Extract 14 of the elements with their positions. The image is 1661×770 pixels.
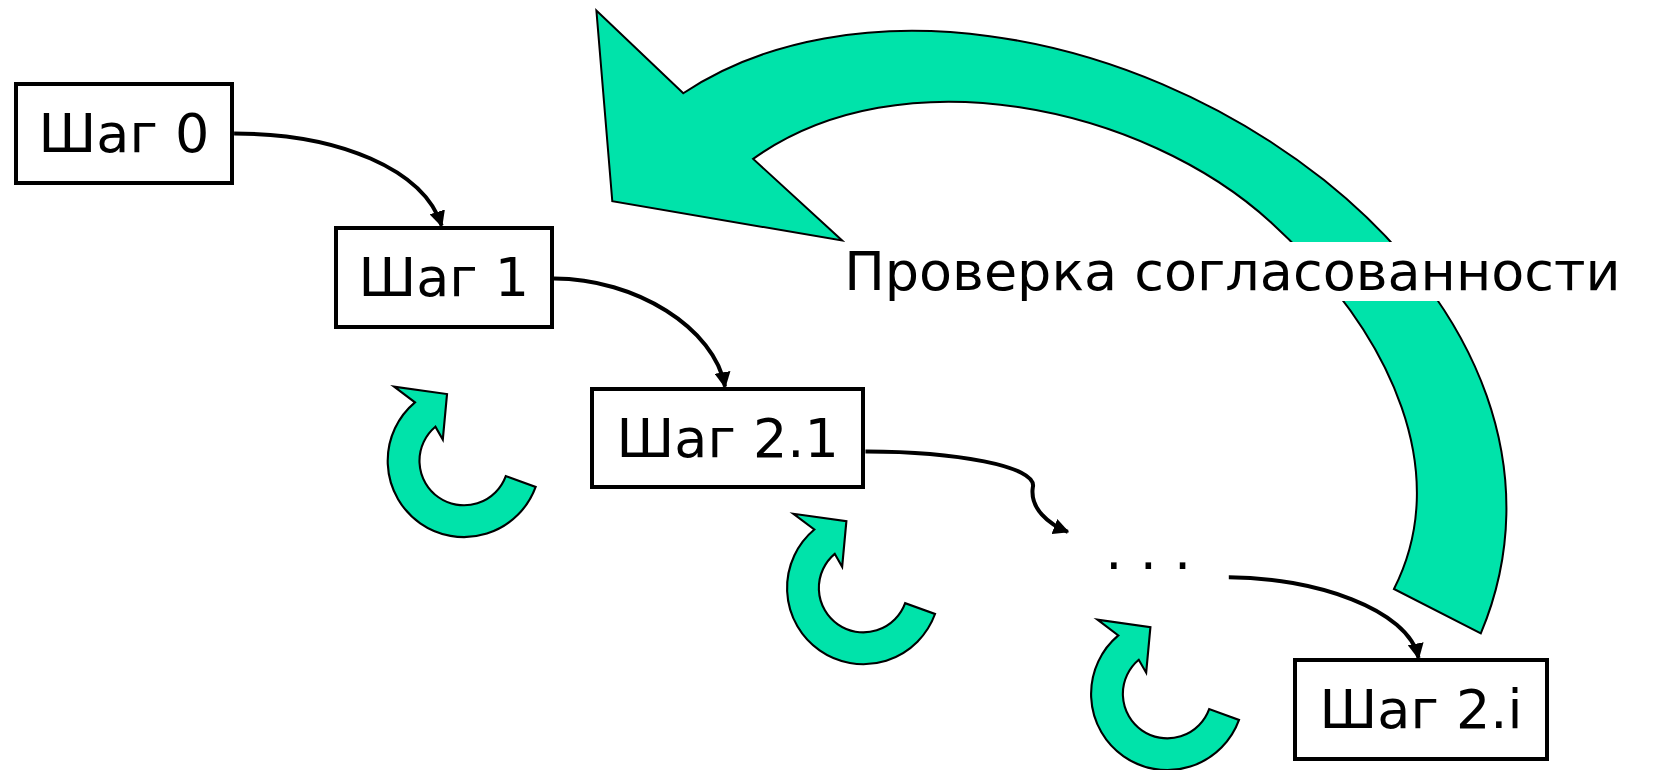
arrow <box>553 276 729 389</box>
step-label: Шаг 2.i <box>1319 677 1523 741</box>
step-label: Шаг 1 <box>358 246 530 310</box>
step-box <box>333 225 554 330</box>
arrow <box>234 131 444 228</box>
step-box <box>590 386 866 490</box>
arrow <box>1228 575 1422 660</box>
step-label: Шаг 2.1 <box>616 406 839 470</box>
step-box <box>1293 657 1549 761</box>
ellipsis-text: . . . <box>1067 524 1229 578</box>
curved-block-arrow <box>595 9 1508 635</box>
arrow <box>865 449 1070 534</box>
step-label: Шаг 0 <box>38 101 210 165</box>
step-box <box>13 81 235 186</box>
